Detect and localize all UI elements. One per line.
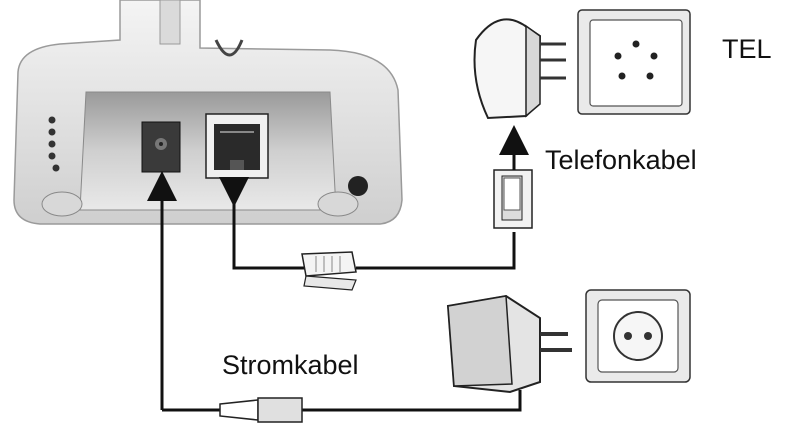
tae-plug-icon bbox=[473, 18, 566, 120]
power-adapter-icon bbox=[446, 294, 572, 394]
rj11-plug-icon bbox=[301, 251, 357, 291]
base-station-back-panel bbox=[13, 0, 403, 225]
tel-wall-socket-icon bbox=[577, 9, 691, 115]
barrel-plug-icon bbox=[219, 397, 303, 423]
tae-connector-icon bbox=[493, 169, 533, 229]
stromkabel-label: Stromkabel bbox=[222, 350, 359, 380]
power-wall-socket-icon bbox=[585, 289, 691, 383]
tel-label: TEL bbox=[722, 34, 772, 64]
dc-power-jack-icon bbox=[141, 121, 181, 173]
telefonkabel-label: Telefonkabel bbox=[545, 145, 697, 175]
rj11-jack-icon bbox=[205, 113, 269, 179]
status-led-dots bbox=[48, 116, 60, 172]
